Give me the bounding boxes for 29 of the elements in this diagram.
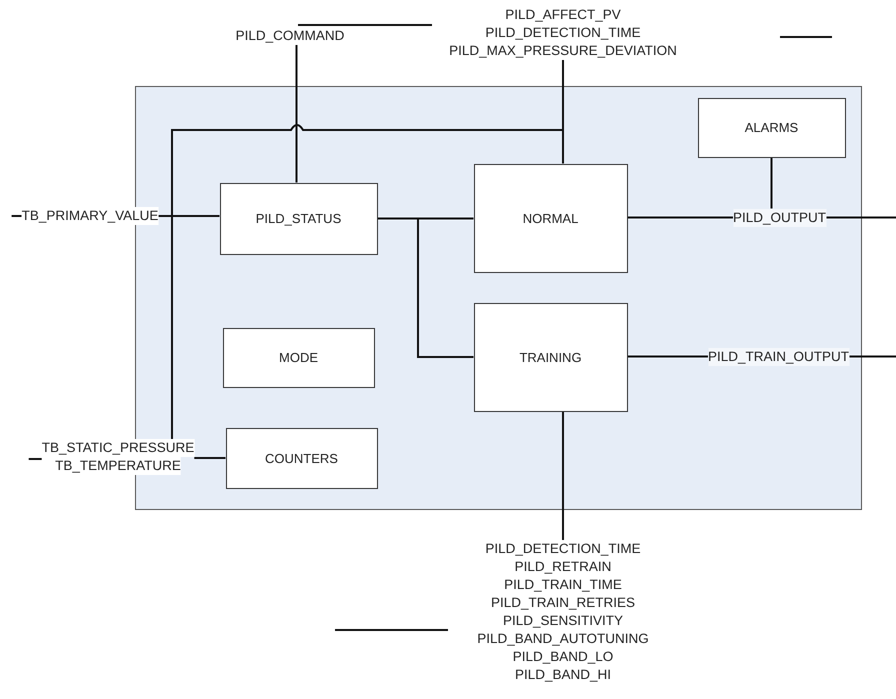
connector-line [628,216,733,218]
connector-line [194,457,226,459]
connector-line [826,216,896,218]
signal-name: PILD_OUTPUT [732,208,826,226]
connector-line [628,356,708,358]
process-box [220,182,378,254]
signal-name: TB_STATIC_PRESSURE [42,439,194,457]
box-label: ALARMS [744,120,798,135]
box-label: NORMAL [522,210,578,226]
process-box [698,98,846,158]
process-box [474,164,628,272]
signal-name: TB_TEMPERATURE [55,457,181,475]
connector-line [562,412,564,540]
connector-line [158,215,220,217]
connector-line [378,218,474,358]
signal-name: PILD_TRAIN_OUTPUT [708,348,850,366]
process-box [222,328,374,388]
signal-name: TB_PRIMARY_VALUE [22,207,158,225]
box-label: MODE [279,350,318,365]
box-label: PILD_STATUS [256,211,342,226]
process-box [226,428,378,488]
connector-line [770,158,772,208]
connector-line [849,356,896,358]
box-label: TRAINING [519,350,582,364]
box-label: COUNTERS [265,450,338,466]
process-box [474,302,628,412]
connector-line [12,215,22,217]
connector-line [28,458,42,460]
connector-line [296,45,298,182]
